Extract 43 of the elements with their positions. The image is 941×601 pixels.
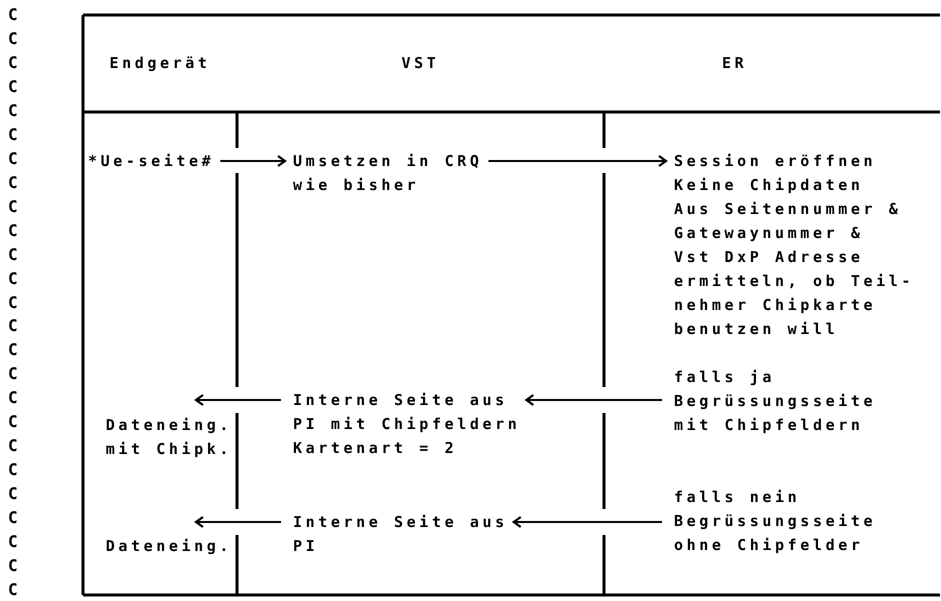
- margin-mark: C: [8, 5, 18, 25]
- step-text: falls ja Begrüssungsseite mit Chipfeldern: [674, 365, 876, 437]
- margin-mark: C: [8, 172, 18, 193]
- step-text: Session eröffnen Keine Chipdaten Aus Seitennummer & Gatewaynummer & Vst DxP Adresse ermitteln, ob Teil- nehmer Chipkarte benutzen will: [674, 149, 914, 341]
- margin-mark: C: [8, 220, 18, 241]
- arrow: [512, 516, 662, 528]
- margin-mark: C: [8, 244, 18, 265]
- margin-mark: C: [8, 124, 18, 145]
- margin-mark: C: [8, 580, 18, 600]
- margin-mark: C: [8, 436, 18, 456]
- arrow: [194, 394, 281, 406]
- step-text: Interne Seite aus PI: [293, 510, 508, 558]
- margin-mark: C: [8, 28, 18, 49]
- margin-mark: C: [8, 388, 18, 408]
- arrow: [525, 394, 662, 406]
- step-text: Umsetzen in CRQ wie bisher: [293, 149, 482, 197]
- step-text: Dateneing.: [106, 534, 232, 558]
- margin-mark: C: [8, 412, 18, 432]
- margin-mark: C: [8, 76, 18, 97]
- margin-mark: C: [8, 52, 18, 73]
- step-text: falls nein Begrüssungsseite ohne Chipfelder: [674, 485, 876, 557]
- margin-mark: C: [8, 340, 18, 360]
- column-header: VST: [400, 53, 440, 74]
- margin-mark: C: [8, 460, 18, 480]
- margin-mark: C: [8, 100, 18, 121]
- margin-mark: C: [8, 292, 18, 313]
- column-header: Endgerät: [108, 53, 212, 74]
- column-header: ER: [722, 53, 748, 74]
- margin-mark: C: [8, 508, 18, 528]
- step-text: *Ue-seite#: [88, 149, 214, 173]
- margin-mark: C: [8, 196, 18, 217]
- step-text: Interne Seite aus PI mit Chipfeldern Kartenart = 2: [293, 388, 520, 460]
- step-text: Dateneing. mit Chipk.: [106, 413, 232, 461]
- margin-mark: C: [8, 532, 18, 552]
- arrow: [220, 154, 286, 168]
- margin-mark: C: [8, 268, 18, 289]
- margin-mark: C: [8, 364, 18, 384]
- arrow: [488, 154, 668, 168]
- margin-mark: C: [8, 316, 18, 336]
- margin-mark: C: [8, 484, 18, 504]
- margin-mark: C: [8, 556, 18, 576]
- arrow: [194, 516, 281, 528]
- margin-mark: C: [8, 148, 18, 169]
